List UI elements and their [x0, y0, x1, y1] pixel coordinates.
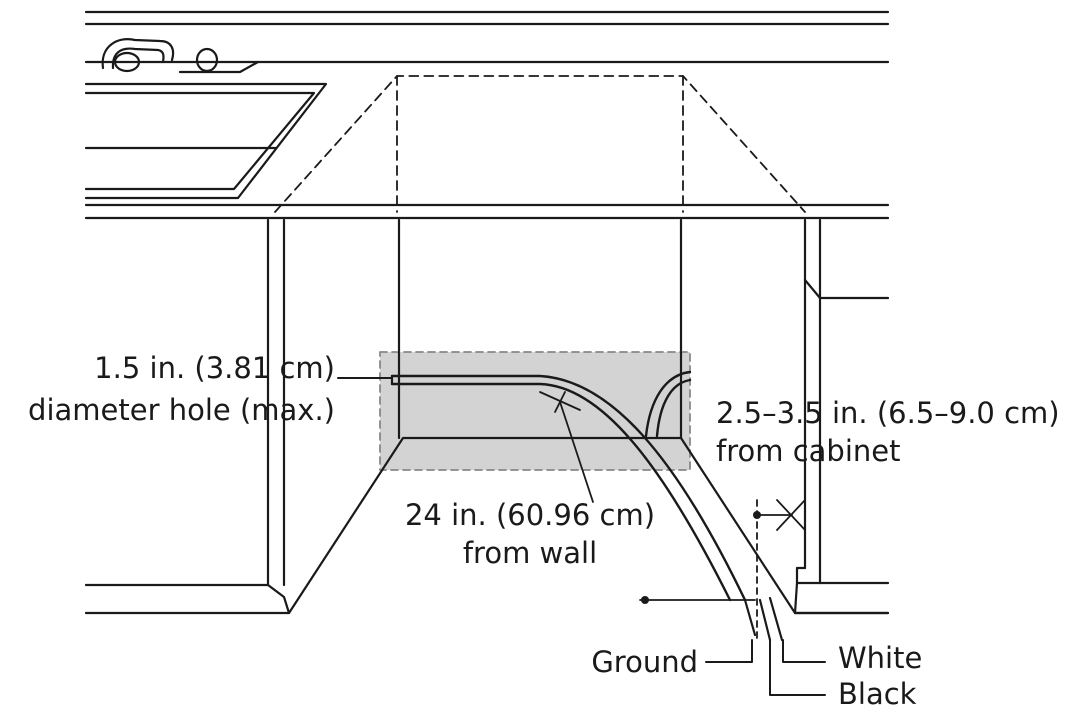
wire-white-label: White	[838, 641, 923, 675]
wall-rail	[84, 10, 890, 64]
hole-zone	[379, 351, 691, 471]
wire-ground-label: Ground	[591, 645, 698, 679]
dimension-dot-wall	[641, 596, 649, 604]
cabinet-distance-dimension	[639, 499, 806, 641]
opening-floor	[287, 350, 797, 615]
dimension-dot-cabinet	[753, 511, 761, 519]
wire-leaders	[705, 639, 826, 696]
faucet	[101, 38, 260, 74]
opening-back-edges	[397, 218, 683, 377]
countertop	[84, 203, 890, 220]
wall-from-label: from wall	[462, 536, 598, 570]
left-cabinet	[84, 218, 291, 615]
power-cable	[390, 370, 784, 642]
wire-black-label: Black	[838, 677, 917, 711]
cabinet-from-label: from cabinet	[716, 434, 901, 468]
hole-size-label: 1.5 in. (3.81 cm)	[94, 351, 335, 385]
dishwasher-outline	[274, 75, 806, 213]
cabinet-distance-label: 2.5–3.5 in. (6.5–9.0 cm)	[716, 396, 1060, 430]
wall-distance-leader	[539, 391, 594, 503]
wall-distance-label: 24 in. (60.96 cm)	[404, 498, 656, 532]
hole-description-label: diameter hole (max.)	[28, 393, 335, 427]
sink	[84, 82, 328, 200]
